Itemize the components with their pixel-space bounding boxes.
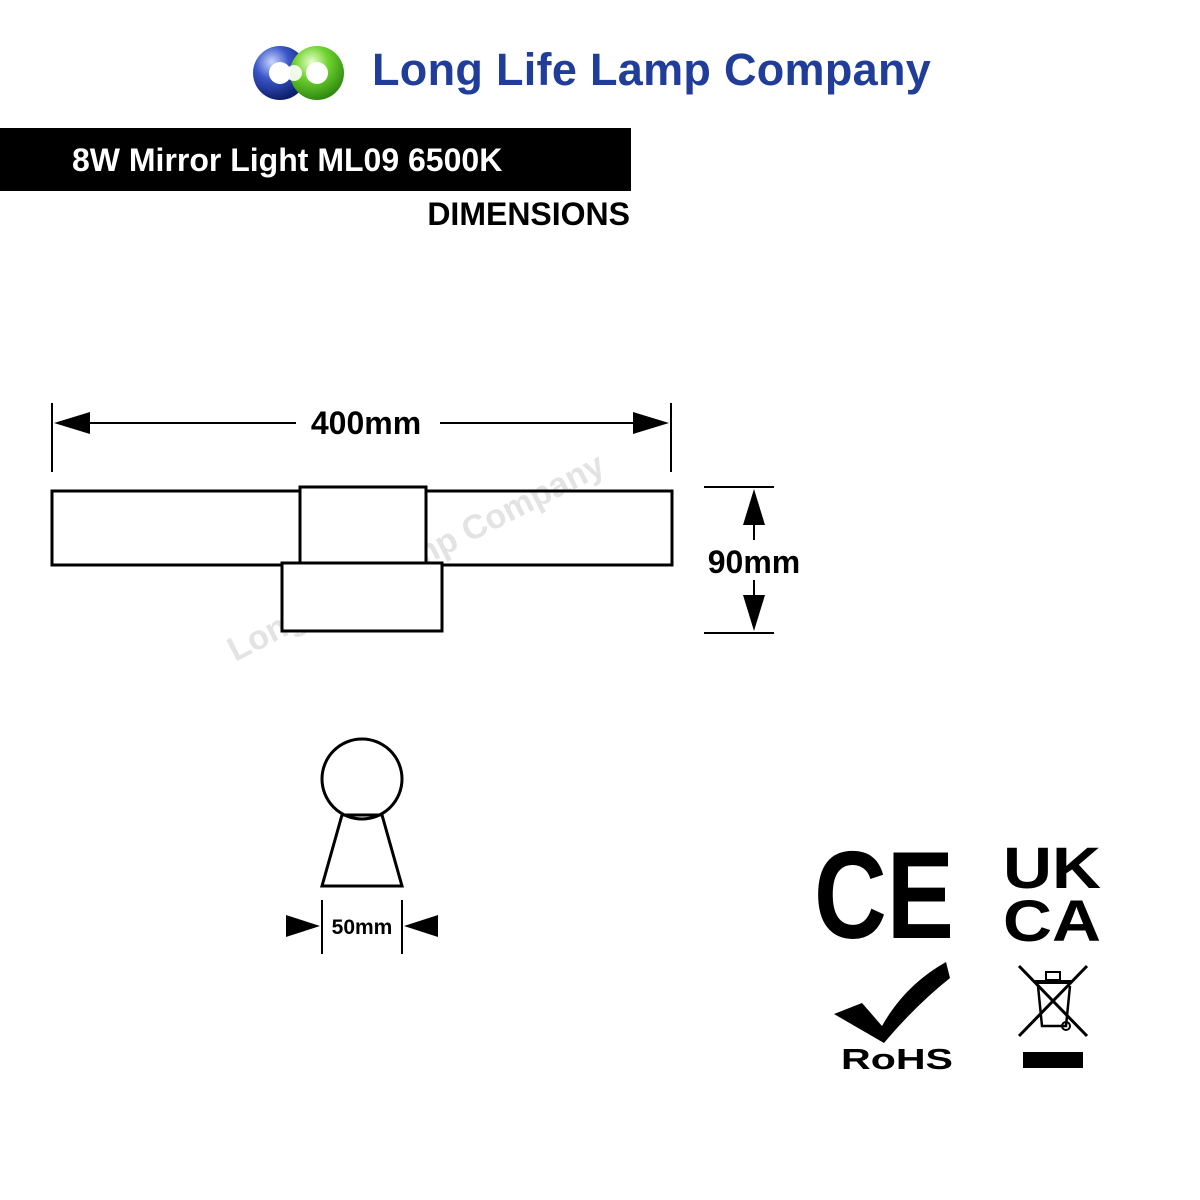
ukca-mark-icon: UK CA: [1003, 836, 1101, 954]
depth-dimension: 50mm: [286, 900, 438, 954]
lamp-side-view: [320, 737, 404, 888]
brand-name: Long Life Lamp Company: [372, 44, 932, 95]
section-title: DIMENSIONS: [427, 196, 630, 232]
check-mark-icon: [834, 962, 950, 1043]
ce-mark-label: CE: [814, 827, 954, 965]
lamp-front-view: [50, 485, 674, 633]
rohs-mark-icon: RoHS: [834, 962, 953, 1076]
ukca-mark-top: UK: [1003, 836, 1101, 901]
weee-crossed-bin-icon: [1017, 964, 1089, 1068]
double-ring-logo-icon: [253, 46, 344, 100]
width-dimension: 400mm: [51, 403, 672, 472]
ukca-mark-bottom: CA: [1003, 889, 1101, 954]
product-title: 8W Mirror Light ML09 6500K: [72, 142, 503, 178]
height-label: 90mm: [708, 544, 801, 580]
depth-label: 50mm: [332, 916, 393, 939]
title-bar: 8W Mirror Light ML09 6500K: [0, 128, 631, 191]
width-label: 400mm: [311, 405, 421, 441]
rohs-label: RoHS: [841, 1044, 953, 1076]
ce-mark-icon: CE: [814, 827, 954, 965]
header: Long Life Lamp Company: [0, 0, 1200, 120]
height-dimension: 90mm: [704, 486, 801, 634]
